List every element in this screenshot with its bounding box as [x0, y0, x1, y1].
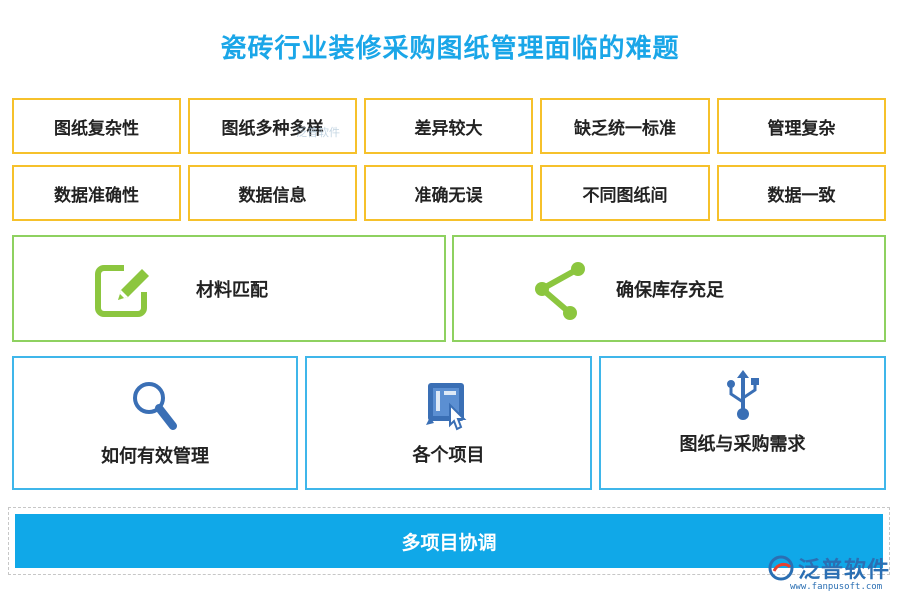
challenge-label: 图纸复杂性	[54, 118, 139, 139]
usb-icon	[726, 370, 759, 420]
logo-url: www.fanpusoft.com	[790, 582, 883, 592]
challenge-box: 数据信息	[188, 165, 357, 221]
bottom-frame	[8, 507, 890, 575]
search-icon	[133, 382, 177, 430]
company-logo: 泛普软件	[768, 552, 890, 584]
logo-icon	[768, 555, 794, 581]
challenge-box: 差异较大	[364, 98, 533, 154]
challenge-label: 管理复杂	[767, 118, 836, 139]
challenge-label: 数据一致	[767, 185, 836, 206]
edit-icon	[95, 261, 154, 317]
material-match-box: 材料匹配	[12, 235, 446, 342]
challenge-label: 不同图纸间	[582, 185, 668, 206]
projects-box: 各个项目	[305, 356, 592, 490]
share-icon	[535, 261, 585, 320]
challenge-label: 数据信息	[238, 185, 307, 206]
challenge-box: 数据准确性	[12, 165, 181, 221]
material-match-label: 材料匹配	[196, 279, 268, 301]
drawings-procurement-box: 图纸与采购需求	[599, 356, 886, 490]
challenge-box: 不同图纸间	[540, 165, 710, 221]
ensure-stock-box: 确保库存充足	[452, 235, 886, 342]
challenge-label: 差异较大	[414, 118, 483, 139]
logo-text: 泛普软件	[798, 558, 891, 583]
challenge-box: 管理复杂	[717, 98, 886, 154]
manage-box: 如何有效管理	[12, 356, 298, 490]
tablet-touch-icon	[425, 383, 466, 431]
page-title: 瓷砖行业装修采购图纸管理面临的难题	[220, 34, 680, 64]
challenge-box: 图纸多种多样	[188, 98, 357, 154]
challenge-label: 缺乏统一标准	[574, 118, 676, 139]
challenge-box: 缺乏统一标准	[540, 98, 710, 154]
multi-project-label: 多项目协调	[401, 531, 497, 554]
challenge-box: 图纸复杂性	[12, 98, 181, 154]
challenge-box: 数据一致	[717, 165, 886, 221]
challenge-label: 数据准确性	[54, 185, 139, 206]
challenge-label: 图纸多种多样	[221, 118, 324, 139]
challenge-label: 准确无误	[414, 185, 483, 206]
drawings-procurement-label: 图纸与采购需求	[679, 434, 806, 455]
ensure-stock-label: 确保库存充足	[616, 279, 724, 301]
multi-project-bar: 多项目协调	[15, 514, 883, 568]
projects-label: 各个项目	[412, 445, 485, 466]
challenge-box: 准确无误	[364, 165, 533, 221]
manage-label: 如何有效管理	[101, 446, 209, 467]
